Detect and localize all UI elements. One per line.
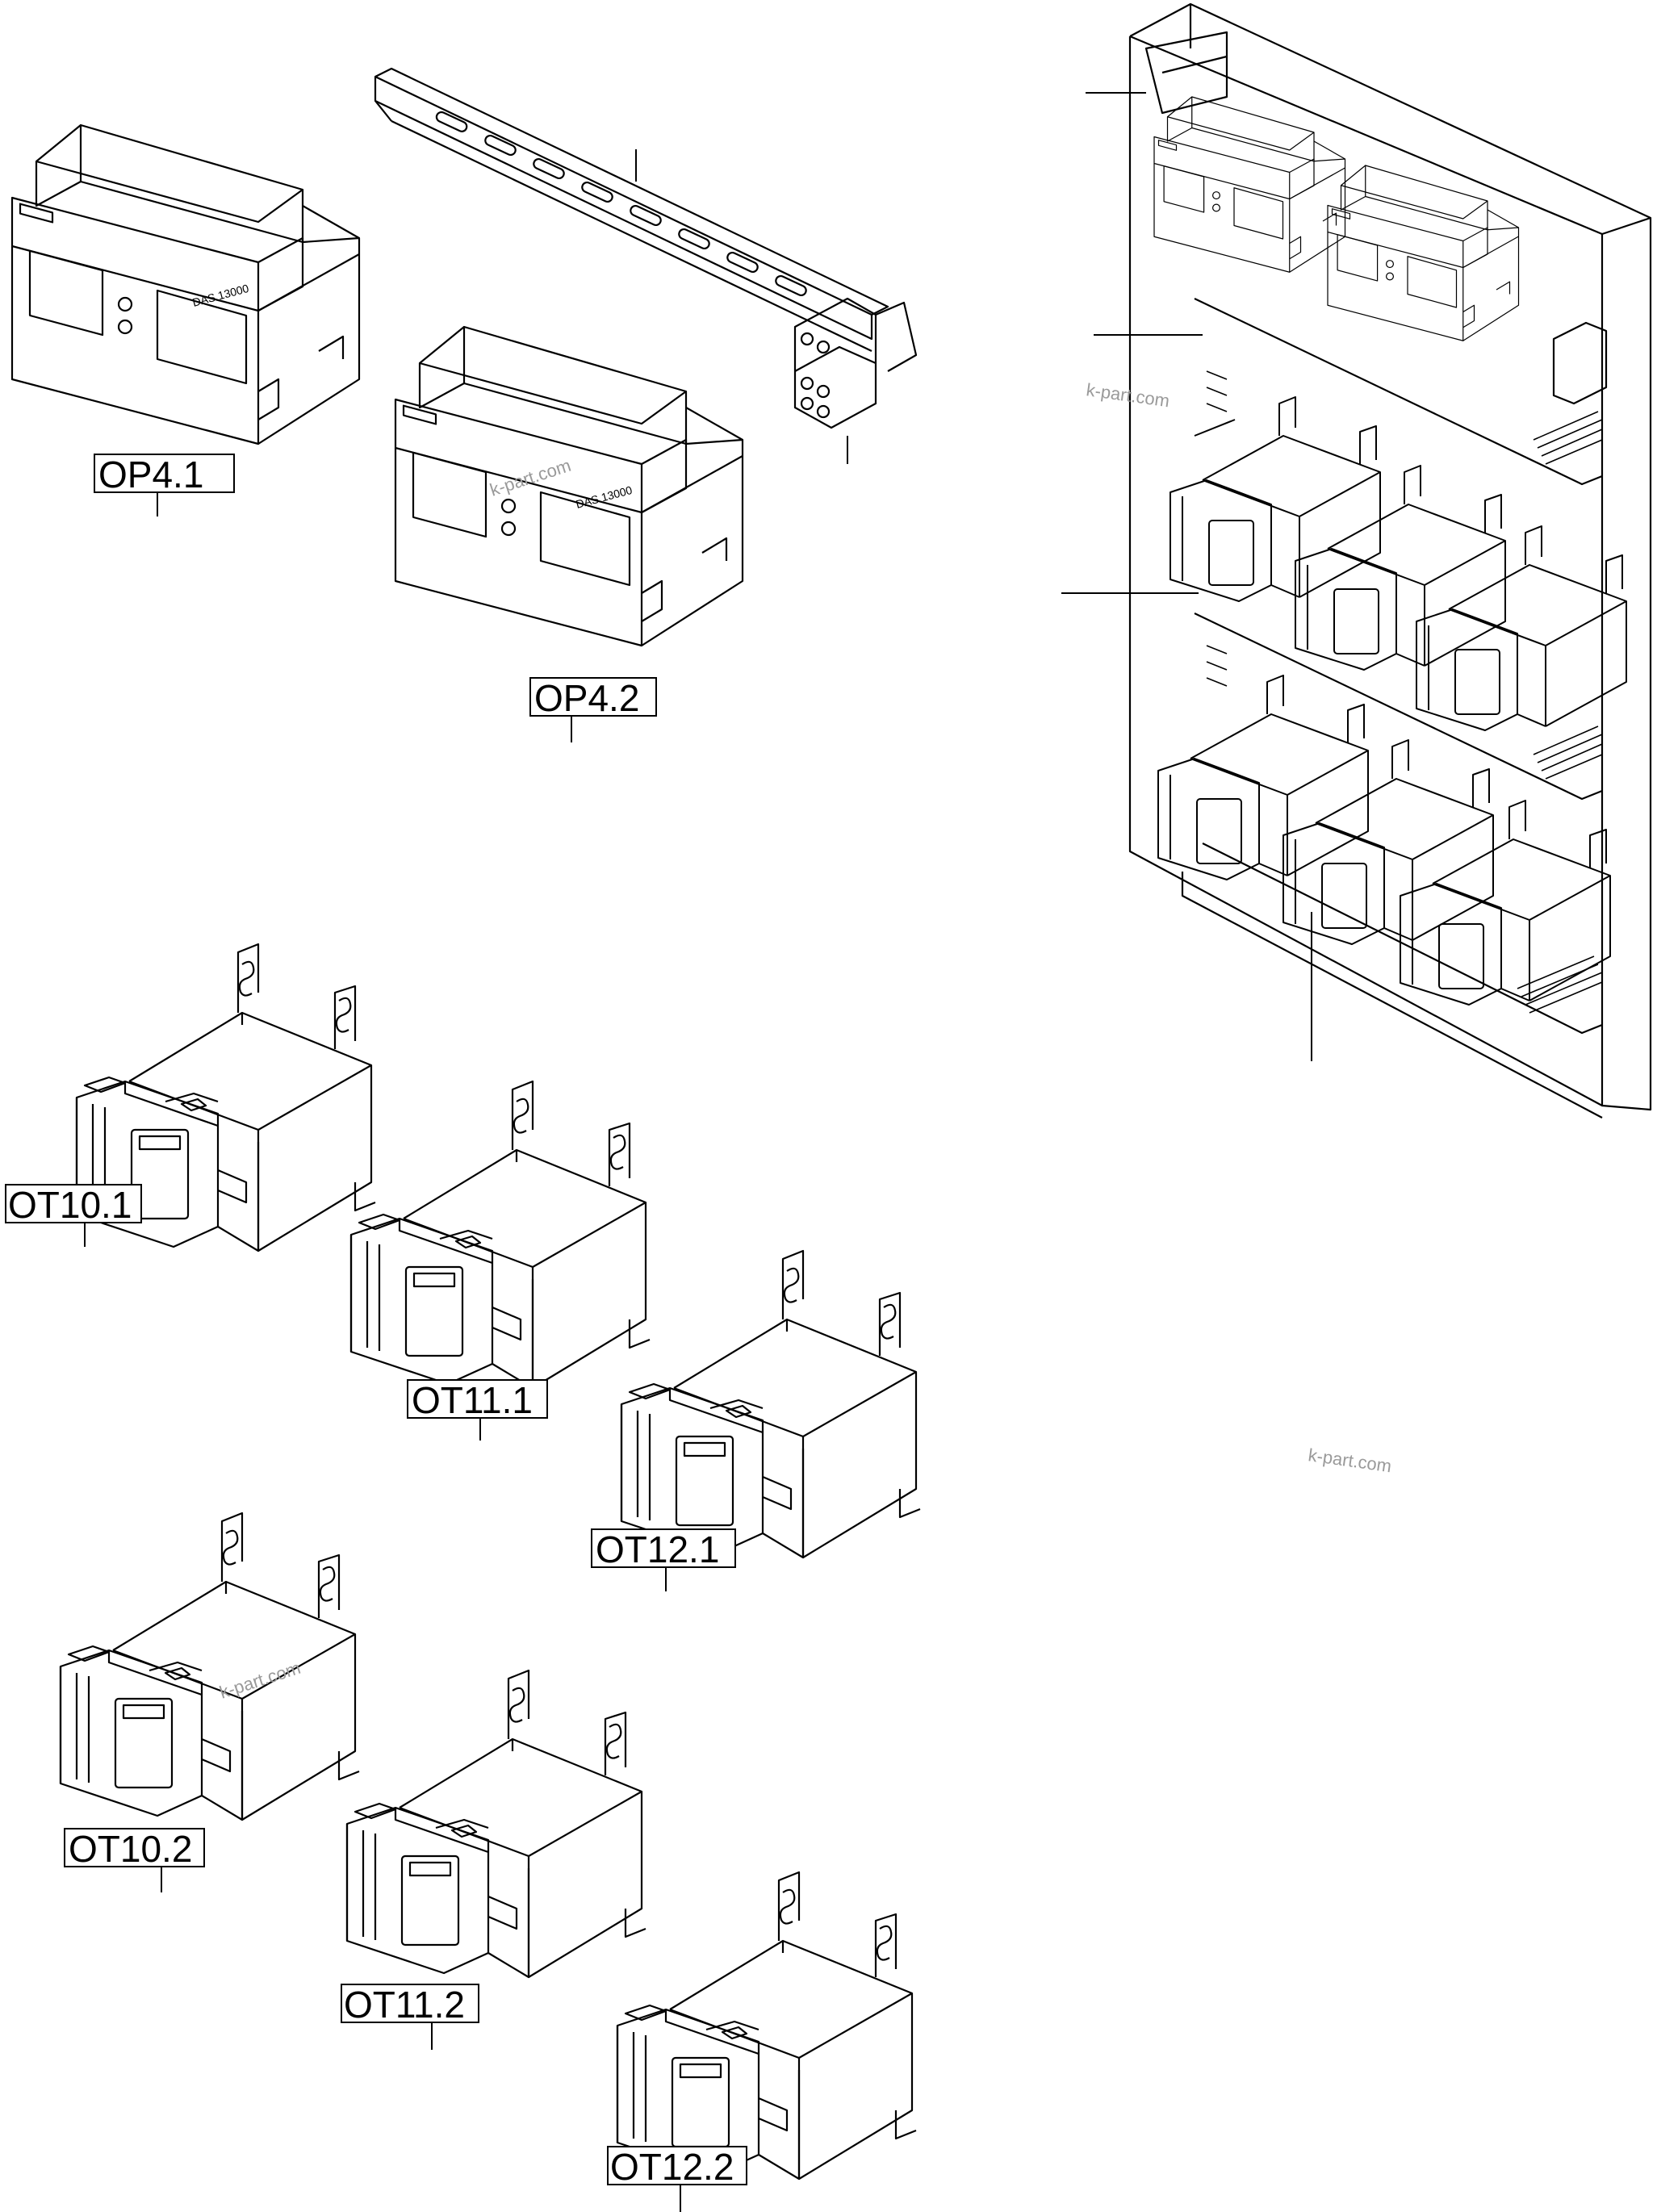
meter-op4-2: DAS 13000	[394, 325, 744, 647]
svg-text:OT10.2: OT10.2	[69, 1828, 192, 1870]
ct-ot12-2	[616, 1871, 918, 2181]
ct-ot12-1	[620, 1249, 922, 1559]
watermark: k-part.com	[1085, 379, 1170, 411]
watermark: k-part.com	[217, 1658, 303, 1703]
meter-model-text: DAS 13000	[191, 282, 251, 309]
din-rail	[374, 67, 918, 464]
trunking-slots	[1206, 370, 1603, 1014]
svg-text:OT11.2: OT11.2	[344, 1984, 465, 2026]
label-ot11-1: OT11.1	[407, 1379, 548, 1441]
ct-ot11-2	[345, 1669, 647, 1979]
label-ot12-1: OT12.1	[591, 1528, 736, 1591]
rail-slots	[435, 111, 807, 297]
watermark: k-part.com	[487, 455, 574, 500]
meter-op4-1: DAS 13000	[10, 123, 361, 445]
ct-ot10-2	[59, 1512, 361, 1821]
label-ot10-2: OT10.2	[64, 1828, 205, 1892]
svg-text:OT10.1: OT10.1	[8, 1184, 132, 1226]
svg-text:OP4.2: OP4.2	[534, 677, 639, 719]
svg-text:OT11.1: OT11.1	[412, 1379, 533, 1421]
label-op4-1: OP4.1	[94, 454, 235, 516]
watermark: k-part.com	[1307, 1445, 1392, 1476]
svg-text:OT12.2: OT12.2	[610, 2146, 734, 2188]
terminal-block	[793, 297, 918, 429]
svg-text:OP4.1: OP4.1	[98, 454, 203, 496]
ct-ot11-1	[349, 1080, 651, 1390]
label-ot12-2: OT12.2	[607, 2146, 747, 2212]
label-op4-2: OP4.2	[529, 677, 657, 742]
svg-text:OT12.1: OT12.1	[596, 1528, 719, 1570]
label-ot11-2: OT11.2	[341, 1984, 479, 2050]
label-ot10-1: OT10.1	[5, 1184, 142, 1247]
meter-model-text: DAS 13000	[575, 483, 634, 511]
assembled-panel	[1061, 2, 1652, 1119]
